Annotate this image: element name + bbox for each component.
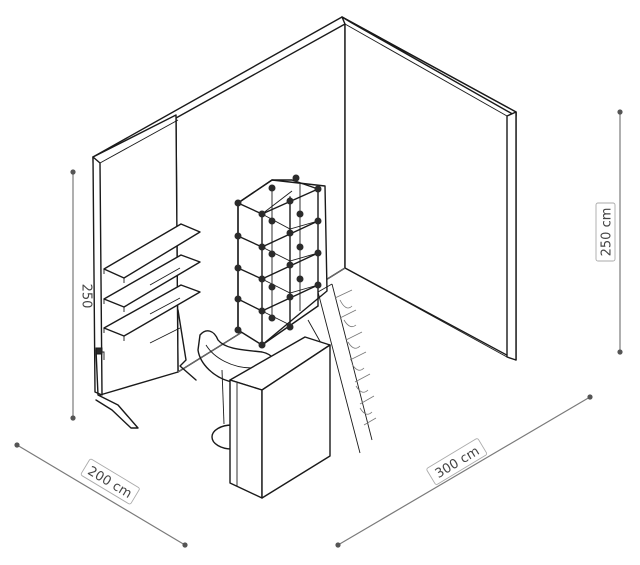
counter-pedestal (229, 336, 331, 499)
dimension-height-left: 250 (70, 169, 94, 421)
cube-shelving-unit (234, 174, 328, 349)
shelf-stand-base (95, 309, 197, 429)
dimension-depth: 200 cm (14, 442, 188, 548)
height-short-dimension-label: 250 (79, 284, 94, 309)
wall-shelves (103, 223, 201, 344)
dimension-height-right: 250 cm (595, 109, 623, 355)
height-dimension-label: 250 cm (600, 208, 615, 257)
back-wall-right (341, 16, 517, 361)
dimension-width: 300 cm (335, 394, 593, 548)
